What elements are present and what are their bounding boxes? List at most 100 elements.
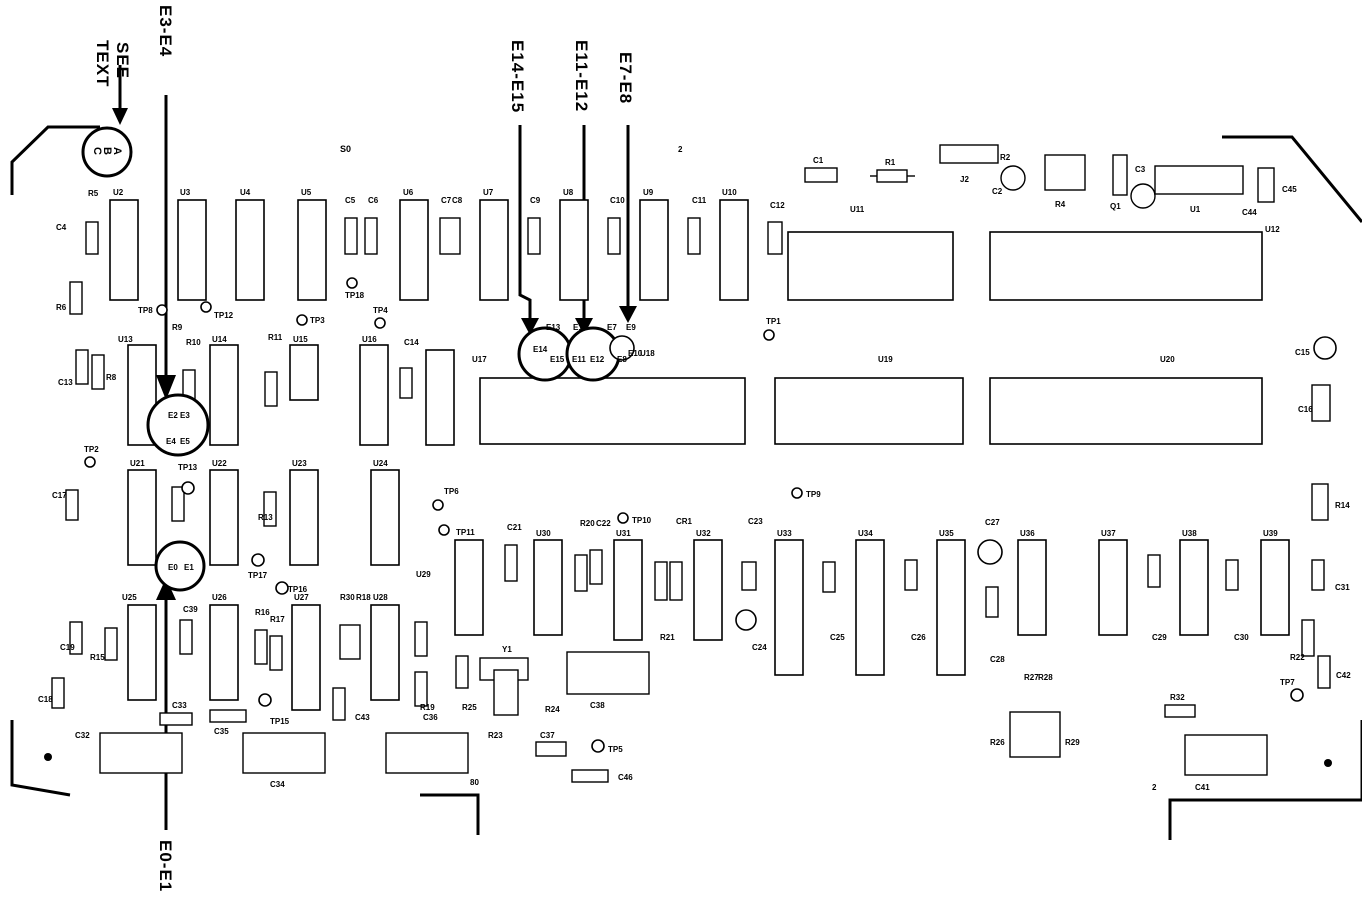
u11-label: U11 xyxy=(850,205,865,214)
c42-label: C42 xyxy=(1336,671,1351,680)
r19-label: R19 xyxy=(420,703,435,712)
bottom-row-caps xyxy=(44,704,1332,776)
r13-label: R13 xyxy=(258,513,273,522)
u9-label: U9 xyxy=(643,188,654,197)
tp9-label: TP9 xyxy=(806,490,821,499)
tp3-label: TP3 xyxy=(310,316,325,325)
u18-label: U18 xyxy=(640,349,655,358)
r2-label: R2 xyxy=(1000,153,1011,162)
c23-label: C23 xyxy=(748,517,763,526)
u25-label: U25 xyxy=(122,593,137,602)
u1-label: U1 xyxy=(1190,205,1201,214)
c45-label: C45 xyxy=(1282,185,1297,194)
c11-label: C11 xyxy=(692,196,707,205)
tp10-label: TP10 xyxy=(632,516,652,525)
r15-label: R15 xyxy=(90,653,105,662)
board-outline xyxy=(10,125,1362,840)
text-label: TEXT xyxy=(93,40,112,87)
e7-label: E7 xyxy=(607,323,617,332)
r14-label: R14 xyxy=(1335,501,1350,510)
abc-b: B xyxy=(101,147,113,155)
c36-label: C36 xyxy=(423,713,438,722)
cr1-label: CR1 xyxy=(676,517,693,526)
c34-label: C34 xyxy=(270,780,285,789)
u6-label: U6 xyxy=(403,188,414,197)
u7-label: U7 xyxy=(483,188,494,197)
tp5-label: TP5 xyxy=(608,745,623,754)
callout-e14-e15: E14-E15 xyxy=(508,40,527,113)
e9-label: E9 xyxy=(626,323,636,332)
mark-2-bottom: 2 xyxy=(1152,783,1157,792)
u36-label: U36 xyxy=(1020,529,1035,538)
c1-label: C1 xyxy=(813,156,824,165)
e11-label: E11 xyxy=(572,355,586,364)
e4-label: E4 xyxy=(166,437,176,446)
u33-label: U33 xyxy=(777,529,792,538)
c38-label: C38 xyxy=(590,701,605,710)
u24-label: U24 xyxy=(373,459,388,468)
tp13-label: TP13 xyxy=(178,463,198,472)
e13-label: E13 xyxy=(546,323,561,332)
u35-label: U35 xyxy=(939,529,954,538)
callout-e0-e1: E0-E1 xyxy=(156,840,175,892)
u17-label: U17 xyxy=(472,355,487,364)
r16-label: R16 xyxy=(255,608,270,617)
e2-label: E2 xyxy=(168,411,178,420)
abc-a: A xyxy=(111,147,123,155)
tp7-label: TP7 xyxy=(1280,678,1295,687)
r32-label: R32 xyxy=(1170,693,1185,702)
c26-label: C26 xyxy=(911,633,926,642)
c30-label: C30 xyxy=(1234,633,1249,642)
abc-selector-circle: A B C xyxy=(81,126,133,178)
r6-label: R6 xyxy=(56,303,67,312)
u2-label: U2 xyxy=(113,188,124,197)
e0-label: E0 xyxy=(168,563,178,572)
tp1-label: TP1 xyxy=(766,317,781,326)
tp17-label: TP17 xyxy=(248,571,268,580)
r20-label: R20 xyxy=(580,519,595,528)
c8-label: C8 xyxy=(452,196,463,205)
tp11-label: TP11 xyxy=(456,528,475,537)
tp2-label: TP2 xyxy=(84,445,99,454)
c14-label: C14 xyxy=(404,338,419,347)
e10-label: E10 xyxy=(628,349,643,358)
r11-label: R11 xyxy=(268,333,283,342)
c15-label: C15 xyxy=(1295,348,1310,357)
c25-label: C25 xyxy=(830,633,845,642)
u8-label: U8 xyxy=(563,188,574,197)
r28-label: R28 xyxy=(1038,673,1053,682)
u30-label: U30 xyxy=(536,529,551,538)
abc-c: C xyxy=(91,147,103,155)
c37-label: C37 xyxy=(540,731,555,740)
jumper-e0-e1-circle xyxy=(154,540,206,592)
c10-label: C10 xyxy=(610,196,625,205)
c13-label: C13 xyxy=(58,378,73,387)
upper-test-points xyxy=(84,277,775,468)
r22-label: R22 xyxy=(1290,653,1305,662)
see-label: SEE xyxy=(113,42,132,79)
jumper-e7-e16-circles xyxy=(517,326,635,382)
tp18-label: TP18 xyxy=(345,291,365,300)
c44-label: C44 xyxy=(1242,208,1257,217)
r18-label: R18 xyxy=(356,593,371,602)
u16-label: U16 xyxy=(362,335,377,344)
u19-label: U19 xyxy=(878,355,893,364)
r21-label: R21 xyxy=(660,633,675,642)
u29-label: U29 xyxy=(416,570,431,579)
e15-label: E15 xyxy=(550,355,565,364)
u26-label: U26 xyxy=(212,593,227,602)
u12-label: U12 xyxy=(1265,225,1280,234)
r26-label: R26 xyxy=(990,738,1005,747)
u32-label: U32 xyxy=(696,529,711,538)
tp4-label: TP4 xyxy=(373,306,388,315)
c12-label: C12 xyxy=(770,201,785,210)
u37-label: U37 xyxy=(1101,529,1116,538)
u3-label: U3 xyxy=(180,188,191,197)
row5-ics xyxy=(127,604,400,711)
u21-label: U21 xyxy=(130,459,145,468)
c17-label: C17 xyxy=(52,491,67,500)
c21-label: C21 xyxy=(507,523,522,532)
r24-label: R24 xyxy=(545,705,560,714)
c35-label: C35 xyxy=(214,727,229,736)
